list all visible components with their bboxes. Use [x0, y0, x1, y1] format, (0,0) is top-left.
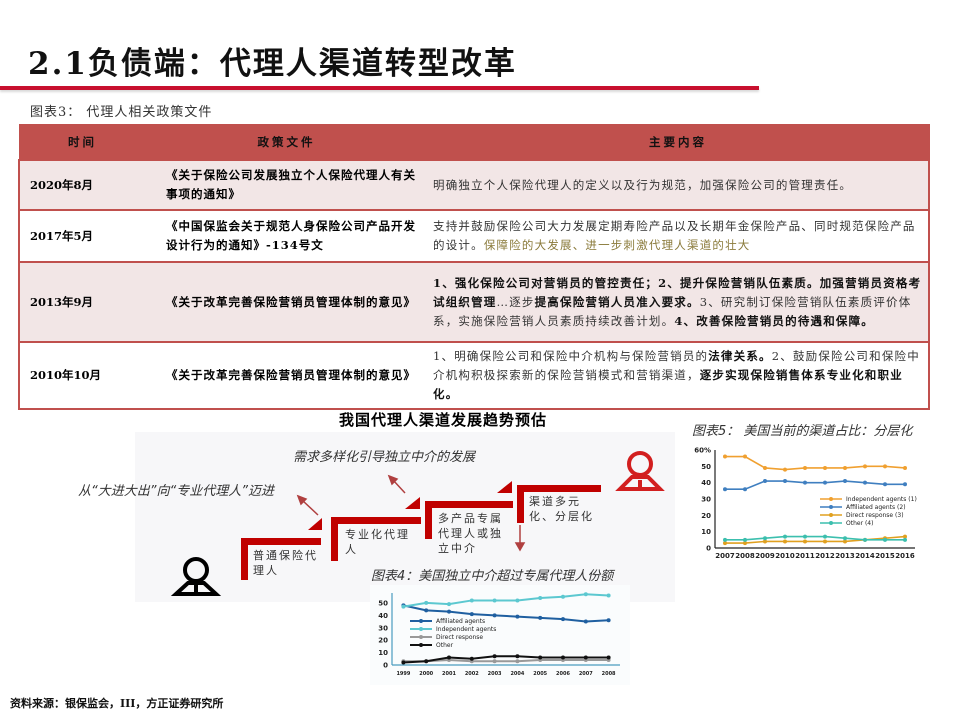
content-segment: 1、强化保险公司对营销员的管控责任；2、提升保险营销队伍素质。加强营销员资格考试… — [433, 275, 922, 309]
svg-text:2005: 2005 — [533, 671, 547, 677]
svg-text:2003: 2003 — [488, 671, 502, 677]
svg-text:10: 10 — [701, 528, 711, 536]
svg-text:Independent agents (1): Independent agents (1) — [846, 496, 917, 503]
step-label-3: 多产品专属代理人或独立中介 — [438, 512, 503, 555]
cell-content: 1、明确保险公司和保险中介机构与保险营销员的法律关系。2、鼓励保险公司和保险中介… — [427, 341, 930, 410]
svg-text:20: 20 — [701, 512, 711, 520]
svg-text:2012: 2012 — [815, 552, 835, 560]
policy-table: 时间 政策文件 主要内容 2020年8月《关于保险公司发展独立个人保险代理人有关… — [18, 124, 930, 410]
cell-document: 《中国保监会关于规范人身保险公司产品开发设计行为的通知》-134号文 — [146, 209, 427, 263]
chart-us-independent-vs-affiliated: 0 10 20 30 40 50 1999 2000 2001 2002 2003 2004 2005 2… — [370, 585, 630, 685]
content-segment: 法律关系。 — [708, 349, 772, 363]
diagram-title: 我国代理人渠道发展趋势预估 — [339, 411, 548, 429]
cell-document: 《关于保险公司发展独立个人保险代理人有关事项的通知》 — [146, 159, 427, 211]
column-header-content: 主要内容 — [426, 124, 930, 161]
step-label-1: 普通保险代理人 — [253, 549, 318, 577]
content-segment: 3、研究制订保险营销队伍素质评价体系，实施保险营销人员素质持续改善计划。 — [433, 294, 912, 328]
chart5-caption: 图表5： 美国当前的渠道占比：分层化 — [692, 424, 913, 439]
table-row: 2020年8月《关于保险公司发展独立个人保险代理人有关事项的通知》明确独立个人保… — [18, 159, 930, 211]
cell-document: 《关于改革完善保险营销员管理体制的意见》 — [146, 341, 427, 410]
svg-text:30: 30 — [378, 624, 388, 632]
cell-content: 支持并鼓励保险公司大力发展定期寿险产品以及长期年金保险产品、同时规范保险产品的设… — [427, 209, 930, 263]
svg-text:2008: 2008 — [735, 552, 755, 560]
svg-text:60%: 60% — [694, 447, 711, 455]
cell-content: 1、强化保险公司对营销员的管控责任；2、提升保险营销队伍素质。加强营销员资格考试… — [427, 261, 930, 343]
source-note: 资料来源：银保监会，III，方正证券研究所 — [10, 697, 224, 710]
content-segment: 保障险的大发展、进一步刺激代理人渠道的壮大 — [483, 238, 751, 252]
content-segment: 支持并鼓励保险公司大力发展定期寿险产品以及长期年金保险产品、同时规范保险产品的设… — [433, 219, 916, 252]
svg-text:Independent agents: Independent agents — [436, 626, 496, 633]
svg-text:40: 40 — [701, 479, 711, 487]
content-segment: 4、改善保险营销员的待遇和保障。 — [674, 313, 875, 328]
content-segment: …逐步 — [496, 294, 535, 309]
svg-text:Other: Other — [436, 642, 454, 649]
table-header-row: 时间 政策文件 主要内容 — [18, 124, 930, 161]
table-row: 2017年5月《中国保监会关于规范人身保险公司产品开发设计行为的通知》-134号… — [18, 209, 930, 263]
content-segment: 明确独立个人保险代理人的定义以及行为规范，加强保险公司的管理责任。 — [433, 177, 853, 192]
svg-text:40: 40 — [378, 612, 388, 620]
content-segment: 2、鼓励保险公司和保险中介机构积极探索新的保险营销模式和营销渠道， — [433, 349, 920, 382]
svg-text:2007: 2007 — [715, 552, 735, 560]
cell-time: 2010年10月 — [18, 341, 146, 410]
svg-text:Direct response (3): Direct response (3) — [846, 512, 904, 519]
svg-text:2000: 2000 — [419, 671, 433, 677]
svg-text:2015: 2015 — [875, 552, 895, 560]
svg-text:Direct response: Direct response — [436, 634, 483, 641]
content-segment: 逐步实现保险销售体系专业化和职业化。 — [433, 368, 903, 401]
annotation-lower: 从“大进大出”向“专业代理人”迈进 — [78, 484, 274, 499]
cell-content: 明确独立个人保险代理人的定义以及行为规范，加强保险公司的管理责任。 — [427, 159, 930, 211]
step-label-4: 渠道多元化、分层化 — [529, 495, 594, 523]
cell-time: 2013年9月 — [18, 261, 146, 343]
svg-text:2002: 2002 — [465, 671, 479, 677]
annotation-upper: 需求多样化引导独立中介的发展 — [293, 450, 476, 465]
table-row: 2013年9月《关于改革完善保险营销员管理体制的意见》1、强化保险公司对营销员的… — [18, 261, 930, 343]
svg-text:50: 50 — [378, 599, 388, 607]
title-underline — [0, 86, 759, 90]
content-segment: 1、明确保险公司和保险中介机构与保险营销员的 — [433, 349, 709, 363]
svg-text:2001: 2001 — [442, 671, 456, 677]
svg-text:10: 10 — [378, 649, 388, 657]
column-header-document: 政策文件 — [145, 124, 428, 161]
cell-time: 2017年5月 — [18, 209, 146, 263]
svg-text:2016: 2016 — [895, 552, 915, 560]
svg-text:50: 50 — [701, 463, 711, 471]
svg-text:0: 0 — [706, 545, 711, 553]
table-row: 2010年10月《关于改革完善保险营销员管理体制的意见》1、明确保险公司和保险中… — [18, 341, 930, 410]
svg-text:20: 20 — [378, 637, 388, 645]
svg-text:Other (4): Other (4) — [846, 520, 873, 527]
svg-text:Affiliated agents: Affiliated agents — [436, 618, 485, 625]
cell-document: 《关于改革完善保险营销员管理体制的意见》 — [146, 261, 427, 343]
svg-text:2007: 2007 — [579, 671, 593, 677]
svg-text:2010: 2010 — [775, 552, 795, 560]
svg-text:2009: 2009 — [755, 552, 775, 560]
svg-text:Affiliated agents (2): Affiliated agents (2) — [846, 504, 906, 511]
policy-table-caption: 图表3： 代理人相关政策文件 — [30, 105, 213, 120]
step-label-2: 专业化代理人 — [345, 528, 410, 556]
content-segment: 提高保险营销人员准入要求。 — [534, 294, 700, 309]
cell-time: 2020年8月 — [18, 159, 146, 211]
svg-text:2008: 2008 — [602, 671, 616, 677]
svg-text:2013: 2013 — [835, 552, 855, 560]
svg-text:2011: 2011 — [795, 552, 815, 560]
svg-text:30: 30 — [701, 496, 711, 504]
column-header-time: 时间 — [18, 124, 147, 161]
svg-text:2006: 2006 — [556, 671, 570, 677]
svg-text:2014: 2014 — [855, 552, 875, 560]
svg-text:1999: 1999 — [396, 671, 410, 677]
page-title: 2.1负债端：代理人渠道转型改革 — [28, 46, 517, 82]
chart4-caption: 图表4：美国独立中介超过专属代理人份额 — [371, 569, 614, 584]
svg-text:2004: 2004 — [510, 671, 524, 677]
svg-text:0: 0 — [383, 662, 388, 670]
